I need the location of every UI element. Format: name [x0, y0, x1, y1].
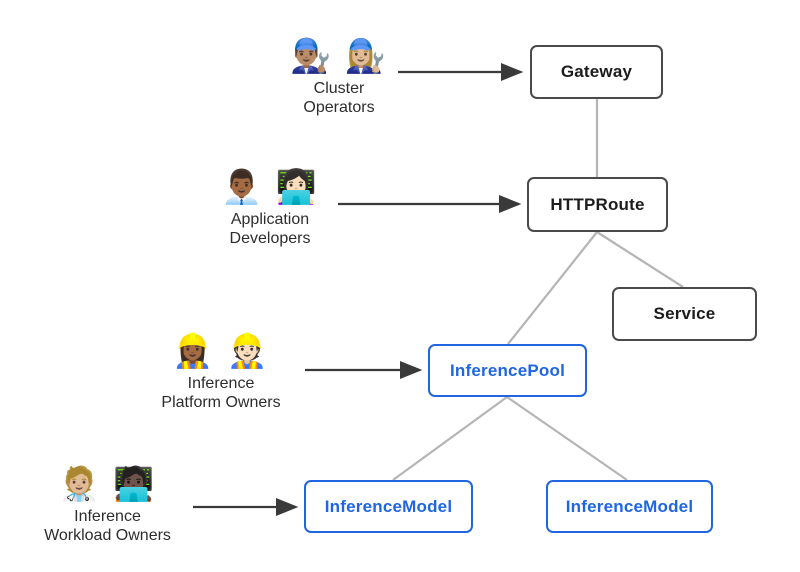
persona-inference-platform-owners: 👷🏾‍♀️ 👷🏻 Inference Platform Owners	[141, 331, 301, 413]
node-label: Gateway	[560, 62, 633, 81]
node-httproute: HTTPRoute	[527, 177, 668, 232]
edge-inferencepool-inferencemodel-2	[506, 396, 628, 481]
persona-label: Inference Platform Owners	[161, 374, 281, 412]
persona-application-developers: 👨🏾‍💼 👩🏻‍💻 Application Developers	[190, 167, 350, 249]
persona-cluster-operators: 👨🏽‍🔧 👩🏼‍🔧 Cluster Operators	[259, 36, 419, 118]
persona-label: Application Developers	[229, 210, 311, 248]
persona-label: Cluster Operators	[303, 79, 375, 117]
workload-owner-emojis-icon: 🧑🏼‍⚕️ 🧑🏿‍💻	[58, 465, 157, 502]
developer-emojis-icon: 👨🏾‍💼 👩🏻‍💻	[221, 168, 319, 205]
node-gateway: Gateway	[530, 45, 663, 99]
node-inferencemodel-1: InferenceModel	[304, 480, 473, 533]
node-label: InferencePool	[449, 360, 566, 380]
node-label: Service	[653, 304, 716, 323]
node-inferencepool: InferencePool	[428, 344, 587, 397]
construction-worker-emojis-icon: 👷🏾‍♀️ 👷🏻	[172, 332, 270, 369]
node-label: HTTPRoute	[550, 194, 645, 214]
mechanic-emojis-icon: 👨🏽‍🔧 👩🏼‍🔧	[290, 37, 388, 74]
node-service: Service	[612, 287, 757, 341]
persona-inference-workload-owners: 🧑🏼‍⚕️ 🧑🏿‍💻 Inference Workload Owners	[20, 464, 195, 546]
edge-httproute-inferencepool	[507, 231, 598, 345]
edge-httproute-service	[596, 231, 684, 288]
node-label: InferenceModel	[324, 496, 453, 516]
persona-label: Inference Workload Owners	[44, 507, 171, 545]
edge-inferencepool-inferencemodel-1	[392, 396, 508, 481]
node-label: InferenceModel	[565, 496, 694, 516]
node-inferencemodel-2: InferenceModel	[546, 480, 713, 533]
